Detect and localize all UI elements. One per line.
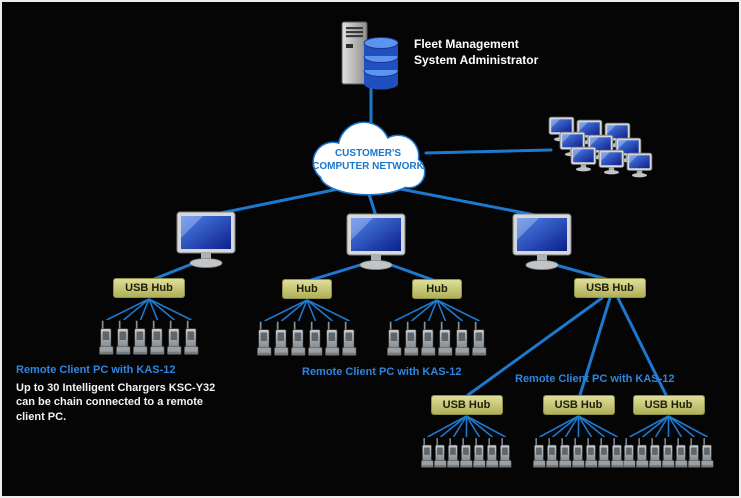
radio-charger-icon [486,437,499,471]
hub-mid-2: Hub [412,279,462,299]
fan-lines [264,299,350,321]
radio-charger-icon [585,437,598,471]
fan-lines [539,415,618,437]
hub-mid-1: Hub [282,279,332,299]
charger-group-bottom-1: USB Hub [421,395,512,471]
radio-row [623,437,714,471]
mini-pc-icon [626,152,654,178]
radio-charger-icon [572,437,585,471]
usb-hub-bottom-1: USB Hub [430,395,503,415]
mini-pc-icon [570,146,598,172]
radio-charger-icon [499,437,512,471]
radio-charger-icon [473,437,486,471]
cloud-label-line2: COMPUTER NETWORK [312,161,424,172]
client-pc-right-icon [510,212,576,272]
cloud-label-line1: CUSTOMER'S [334,147,402,159]
radio-charger-icon [546,437,559,471]
radio-charger-icon [421,321,436,359]
radio-charger-icon [701,437,714,471]
workstation-cluster [548,116,654,178]
caption-right: Remote Client PC with KAS-12 [515,373,675,385]
radio-charger-icon [404,321,419,359]
client-pc-left-icon [174,210,240,270]
charger-group-mid1: Hub [257,279,357,359]
fan-lines [394,299,480,321]
usb-hub-bottom-3: USB Hub [632,395,705,415]
radio-charger-icon [623,437,636,471]
radio-row [257,321,357,359]
caption-left: Remote Client PC with KAS-12 [16,364,176,376]
radio-charger-icon [150,320,165,358]
note-text: Up to 30 Intelligent Chargers KSC-Y32 ca… [16,382,216,423]
radio-charger-icon [688,437,701,471]
cloud-label: CUSTOMER'S COMPUTER NETWORK [302,115,434,199]
charger-group-mid2: Hub [387,279,487,359]
radio-charger-icon [533,437,546,471]
radio-charger-icon [99,320,114,358]
radio-charger-icon [342,321,357,359]
radio-charger-icon [438,321,453,359]
usb-hub-right: USB Hub [574,278,646,298]
client-pc-middle-icon [344,212,410,272]
caption-middle: Remote Client PC with KAS-12 [302,366,462,378]
usb-hub-left: USB Hub [113,278,185,298]
radio-charger-icon [274,321,289,359]
radio-charger-icon [184,320,199,358]
cloud-icon [312,121,426,196]
fan-lines [106,298,192,320]
radio-charger-icon [649,437,662,471]
radio-charger-icon [387,321,402,359]
radio-charger-icon [167,320,182,358]
customer-network-cloud: CUSTOMER'S COMPUTER NETWORK [302,115,434,199]
radio-row [387,321,487,359]
radio-row [533,437,624,471]
radio-charger-icon [434,437,447,471]
radio-charger-icon [455,321,470,359]
radio-row [421,437,512,471]
server-tower-icon [341,21,368,85]
radio-charger-icon [291,321,306,359]
charger-group-bottom-3: USB Hub [623,395,714,471]
fan-lines [629,415,708,437]
radio-charger-icon [447,437,460,471]
fleet-server [340,20,404,96]
radio-charger-icon [325,321,340,359]
radio-charger-icon [662,437,675,471]
radio-row [99,320,199,358]
admin-label: Fleet Management System Administrator [414,37,539,68]
radio-charger-icon [421,437,434,471]
radio-charger-icon [133,320,148,358]
radio-charger-icon [460,437,473,471]
radio-charger-icon [257,321,272,359]
radio-charger-icon [559,437,572,471]
radio-charger-icon [308,321,323,359]
radio-charger-icon [472,321,487,359]
radio-charger-icon [675,437,688,471]
charger-group-bottom-2: USB Hub [533,395,624,471]
database-icon [363,37,399,90]
mini-pc-icon [598,149,626,175]
fan-lines [427,415,506,437]
radio-charger-icon [636,437,649,471]
charger-group-left: USB Hub [99,278,199,358]
radio-charger-icon [598,437,611,471]
usb-hub-bottom-2: USB Hub [542,395,615,415]
radio-charger-icon [116,320,131,358]
